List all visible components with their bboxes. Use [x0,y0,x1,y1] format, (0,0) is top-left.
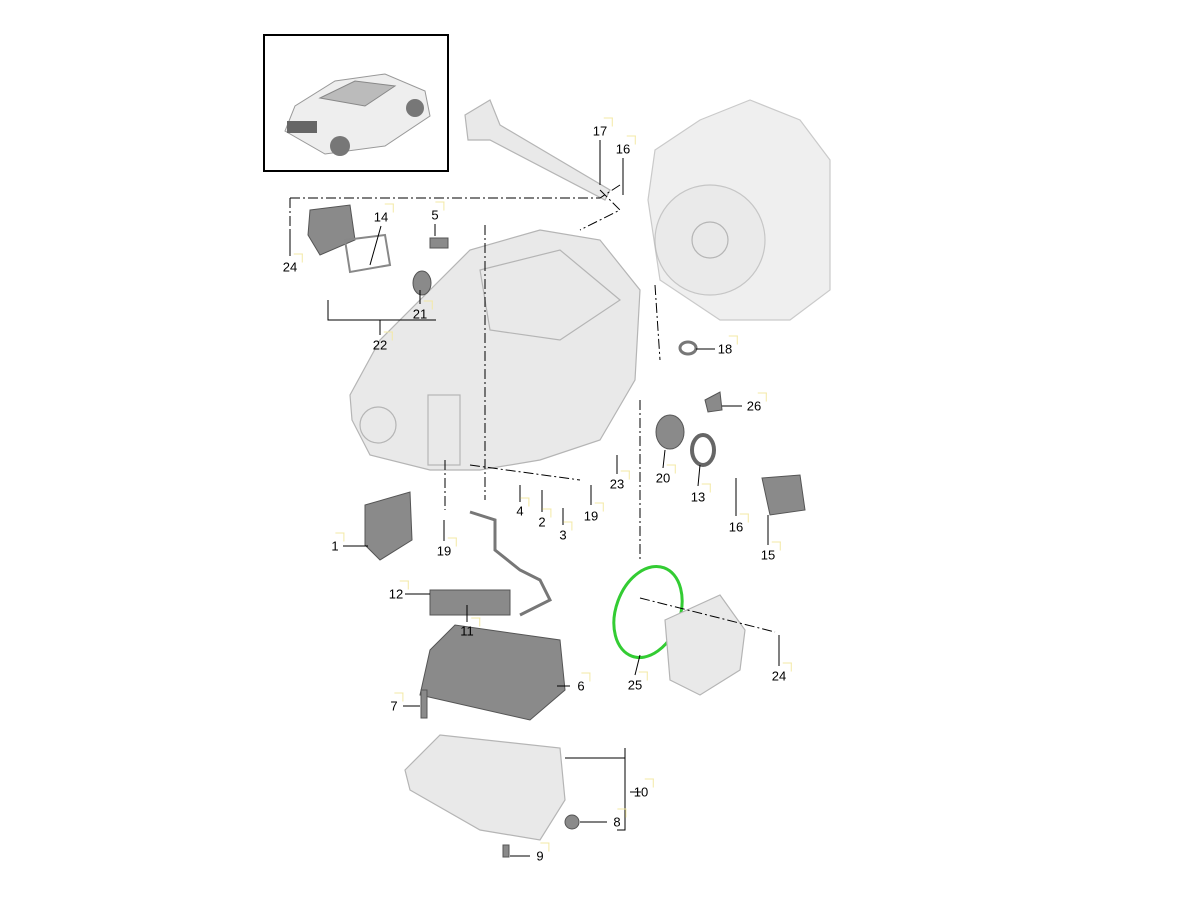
bolt-9 [502,844,510,858]
oil-pan [404,734,566,841]
vehicle-thumbnail [263,34,449,172]
callout-21[interactable]: 21 [412,300,434,322]
callout-10[interactable]: 10 [633,778,655,800]
slave-cylinder [307,204,356,256]
transmission-housing [349,229,641,471]
ring-13 [690,433,716,467]
housing-cover [664,594,746,696]
callout-18[interactable]: 18 [717,335,739,357]
plug-8 [564,814,580,830]
flange-15 [761,474,806,516]
callout-3[interactable]: 3 [559,521,573,543]
callout-13[interactable]: 13 [690,483,712,505]
callout-20[interactable]: 20 [655,464,677,486]
callout-16[interactable]: 16 [728,513,750,535]
seal-20 [655,414,685,450]
gasket [343,233,392,274]
engine-block [647,99,831,321]
callout-24[interactable]: 24 [771,662,793,684]
callout-1[interactable]: 1 [331,532,345,554]
callout-24[interactable]: 24 [282,253,304,275]
callout-19[interactable]: 19 [583,502,605,524]
callout-19[interactable]: 19 [436,537,458,559]
bolt-7 [420,689,428,719]
car-icon [284,73,431,156]
valve-body [419,624,566,721]
o-ring-18 [678,340,698,356]
callout-11[interactable]: 11 [460,617,480,639]
callout-2[interactable]: 2 [538,508,552,530]
connector-strip [429,589,511,616]
bracket-26 [704,391,723,413]
cover-1 [364,491,413,561]
callout-26[interactable]: 26 [746,392,768,414]
callout-4[interactable]: 4 [516,497,530,519]
callout-5[interactable]: 5 [431,201,445,223]
callout-14[interactable]: 14 [373,203,395,225]
callout-9[interactable]: 9 [536,842,550,864]
callout-16[interactable]: 16 [615,135,637,157]
callout-17[interactable]: 17 [592,117,614,139]
callout-22[interactable]: 22 [372,331,394,353]
callout-8[interactable]: 8 [613,808,627,830]
wiring-harness [469,510,553,617]
drive-shaft [464,99,611,201]
callout-23[interactable]: 23 [609,470,631,492]
callout-12[interactable]: 12 [388,580,410,602]
callout-15[interactable]: 15 [760,541,782,563]
callout-25[interactable]: 25 [627,671,649,693]
sensor [429,237,449,249]
callout-6[interactable]: 6 [577,672,591,694]
seal [412,270,432,296]
callout-7[interactable]: 7 [390,692,404,714]
